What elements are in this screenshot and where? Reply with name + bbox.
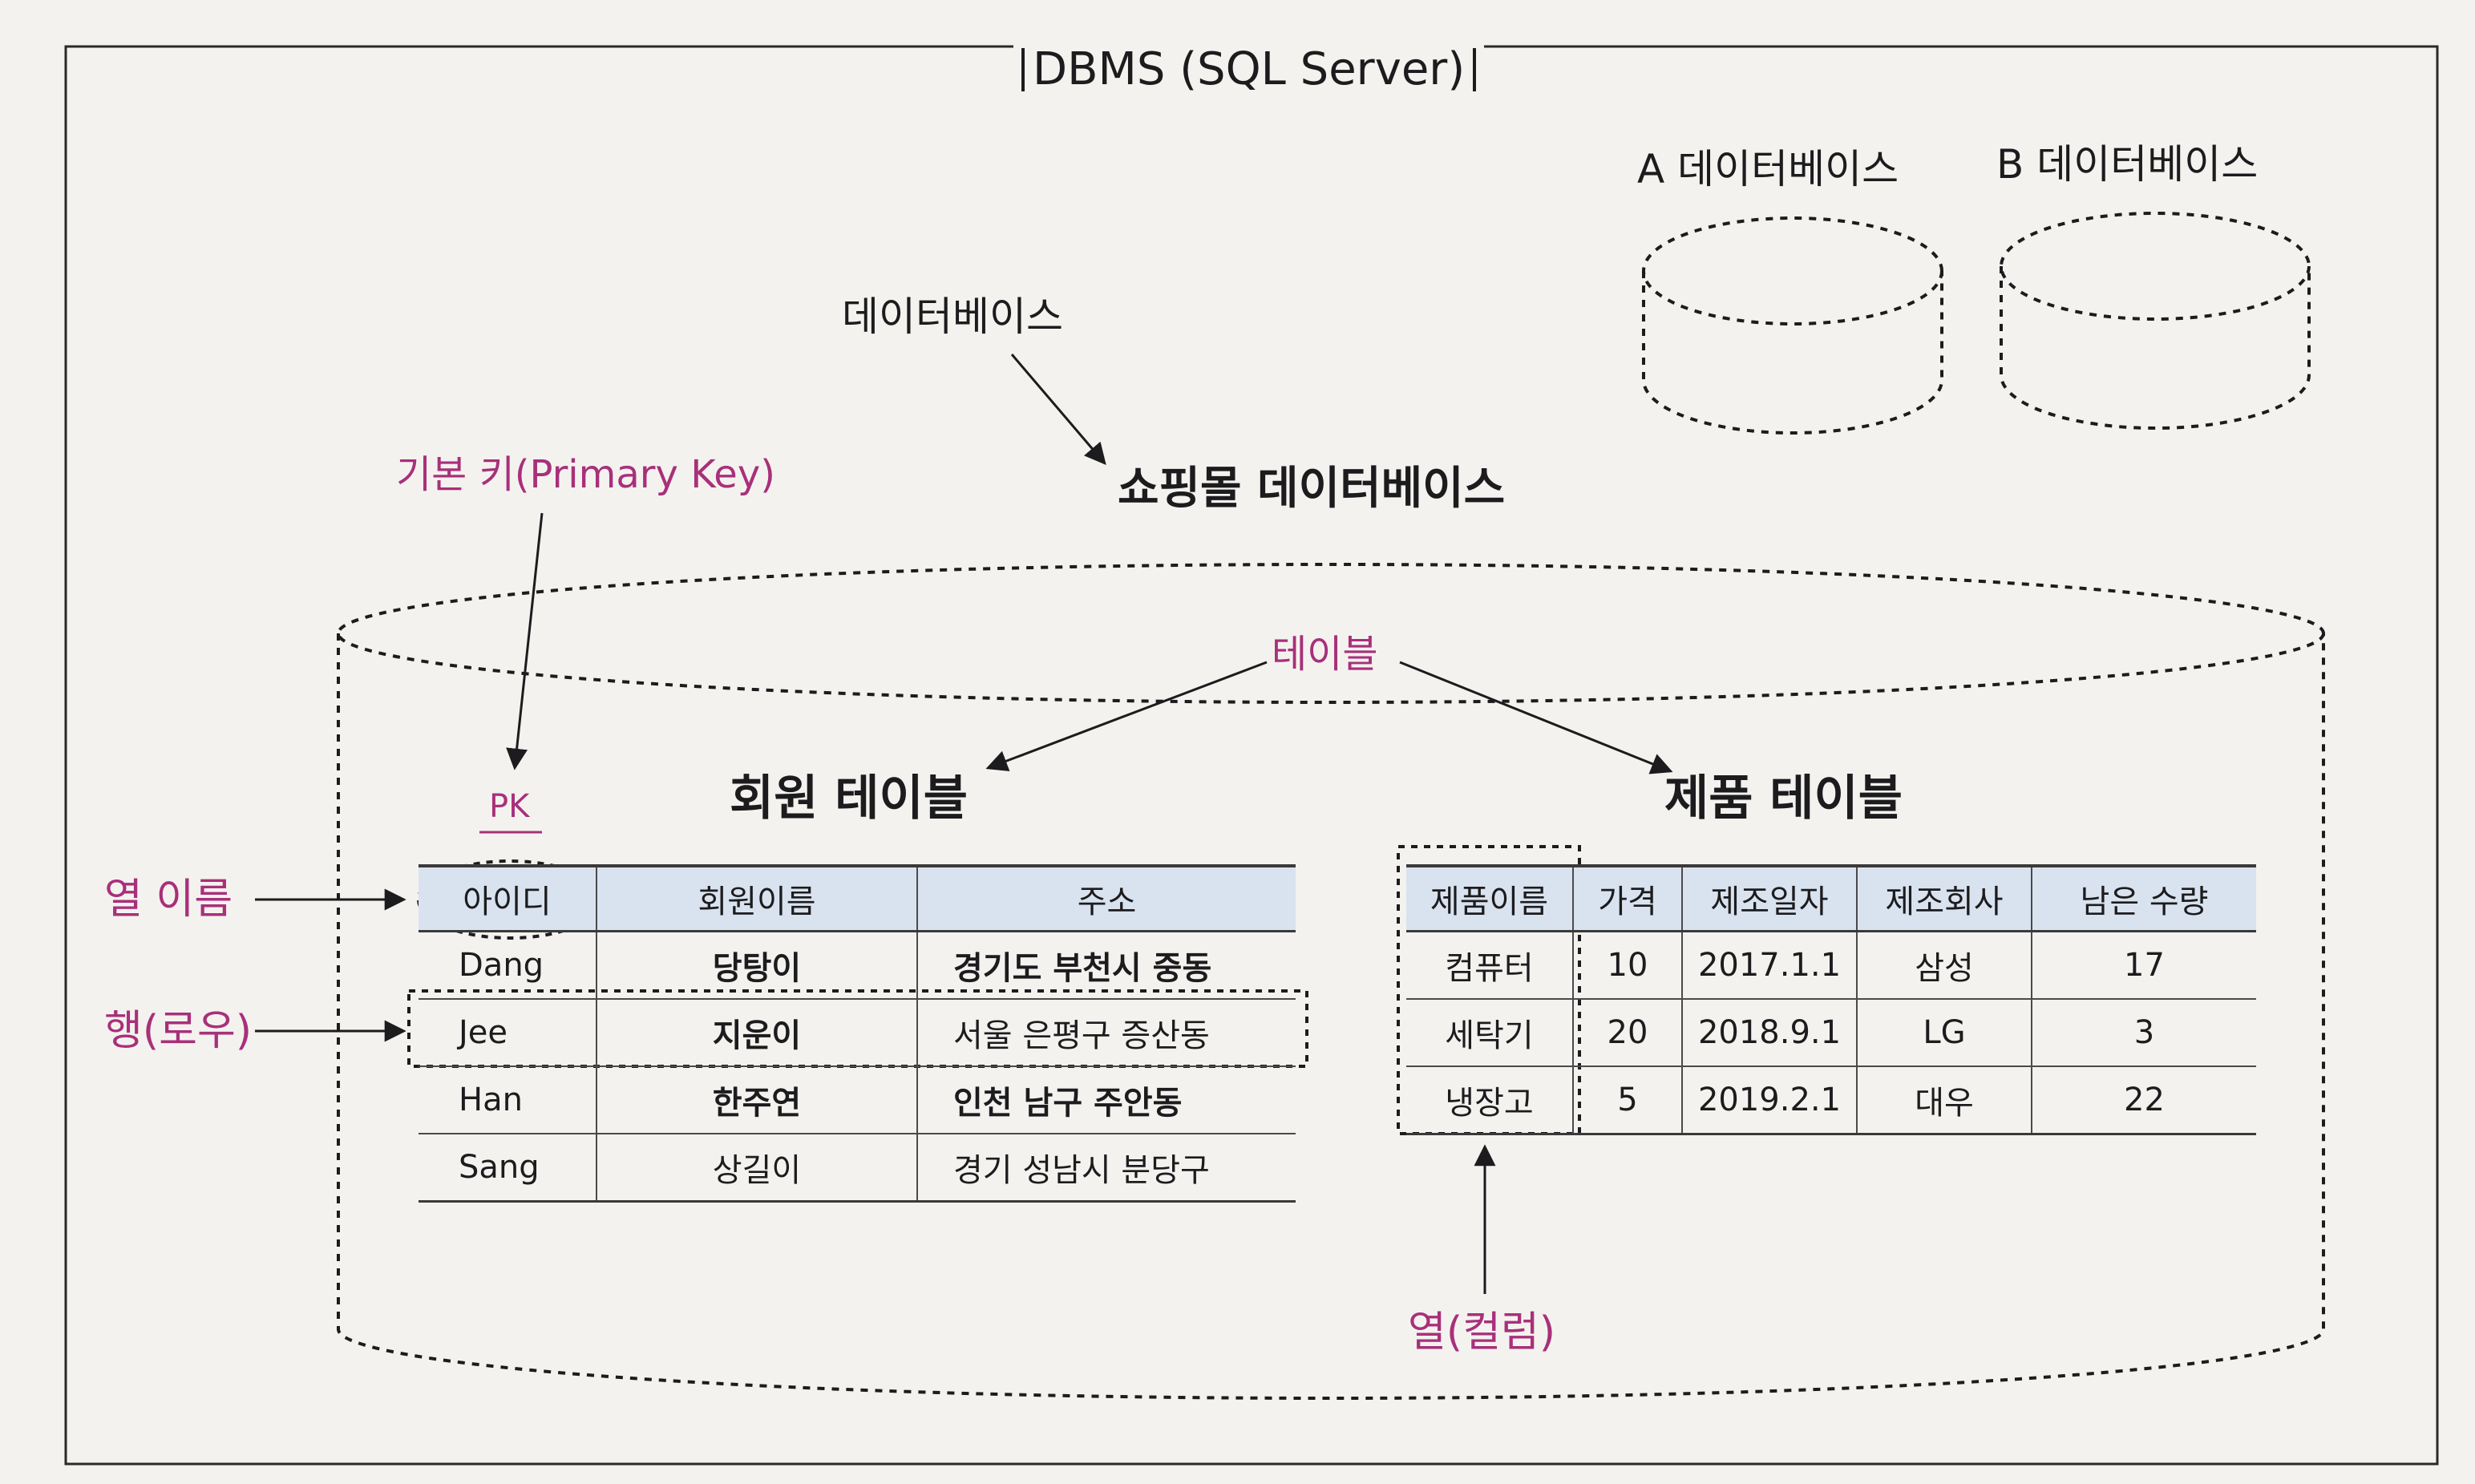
- table-row: 냉장고 5 2019.2.1 대우 22: [1406, 1066, 2256, 1135]
- database-arrow: [1010, 354, 1106, 466]
- b-database-cylinder: [2000, 212, 2311, 430]
- product-stock-cell: 17: [2031, 931, 2256, 1000]
- table-arrow-right: [1399, 661, 1673, 774]
- product-name-cell: 세탁기: [1406, 999, 1573, 1067]
- product-price-cell: 5: [1572, 1066, 1682, 1135]
- dbms-title-text: DBMS (SQL Server): [1033, 42, 1466, 95]
- product-maker-cell: 삼성: [1856, 931, 2032, 1000]
- column-name-label: 열 이름: [104, 875, 233, 924]
- member-id-cell: Sang: [419, 1134, 597, 1203]
- table-arrow-left: [985, 661, 1268, 772]
- shopping-database-cylinder: [337, 563, 2325, 1400]
- table-row: 세탁기 20 2018.9.1 LG 3: [1406, 999, 2256, 1067]
- member-id-cell: Han: [419, 1066, 597, 1134]
- product-header-name: 제품이름: [1406, 864, 1573, 932]
- product-header-maker: 제조회사: [1856, 864, 2032, 932]
- table-row: Sang 상길이 경기 성남시 분당구: [419, 1134, 1296, 1203]
- column-label: 열(컬럼): [1408, 1308, 1556, 1357]
- table-label: 테이블: [1272, 632, 1378, 677]
- table-row: Jee 지운이 서울 은평구 증산동: [419, 999, 1296, 1067]
- member-address-cell: 서울 은평구 증산동: [916, 999, 1296, 1067]
- member-header-address: 주소: [916, 864, 1296, 932]
- product-header-stock: 남은 수량: [2031, 864, 2256, 932]
- member-table-header: 아이디 회원이름 주소: [419, 864, 1296, 932]
- dbms-frame: [64, 45, 2439, 1466]
- product-maker-cell: LG: [1856, 999, 2032, 1067]
- product-date-cell: 2019.2.1: [1681, 1066, 1857, 1135]
- row-label: 행(로우): [104, 1007, 253, 1055]
- dbms-title: DBMS (SQL Server): [1013, 42, 1485, 95]
- member-id-cell: Dang: [419, 931, 597, 1000]
- primary-key-label: 기본 키(Primary Key): [396, 452, 775, 497]
- a-database-label: A 데이터베이스: [1637, 146, 1899, 192]
- member-header-name: 회원이름: [596, 864, 917, 932]
- member-header-id: 아이디: [419, 864, 597, 932]
- shopping-database-name: 쇼핑몰 데이터베이스: [1118, 463, 1506, 515]
- product-table-header: 제품이름 가격 제조일자 제조회사 남은 수량: [1406, 864, 2256, 932]
- member-id-cell: Jee: [419, 999, 597, 1067]
- member-table-title: 회원 테이블: [730, 770, 968, 827]
- table-row: Han 한주연 인천 남구 주안동: [419, 1066, 1296, 1134]
- table-row: 컴퓨터 10 2017.1.1 삼성 17: [1406, 931, 2256, 1000]
- product-stock-cell: 3: [2031, 999, 2256, 1067]
- b-database-label: B 데이터베이스: [1996, 141, 2259, 188]
- product-table: 제품이름 가격 제조일자 제조회사 남은 수량 컴퓨터 10 2017.1.1 …: [1406, 864, 2256, 1135]
- member-name-cell: 지운이: [596, 999, 917, 1067]
- database-label: 데이터베이스: [842, 293, 1063, 340]
- member-name-cell: 당탕이: [596, 931, 917, 1000]
- primary-key-arrow: [506, 512, 544, 770]
- product-header-date: 제조일자: [1681, 864, 1857, 932]
- product-name-cell: 냉장고: [1406, 1066, 1573, 1135]
- member-table: 아이디 회원이름 주소 Dang 당탕이 경기도 부천시 중동 Jee 지운이 …: [419, 864, 1296, 1203]
- product-maker-cell: 대우: [1856, 1066, 2032, 1135]
- table-row: Dang 당탕이 경기도 부천시 중동: [419, 931, 1296, 1000]
- product-price-cell: 20: [1572, 999, 1682, 1067]
- member-name-cell: 상길이: [596, 1134, 917, 1203]
- member-address-cell: 경기 성남시 분당구: [916, 1134, 1296, 1203]
- a-database-cylinder: [1642, 216, 1943, 435]
- product-price-cell: 10: [1572, 931, 1682, 1000]
- product-table-title: 제품 테이블: [1664, 770, 1903, 827]
- member-address-cell: 인천 남구 주안동: [916, 1066, 1296, 1134]
- product-date-cell: 2018.9.1: [1681, 999, 1857, 1067]
- product-name-cell: 컴퓨터: [1406, 931, 1573, 1000]
- product-date-cell: 2017.1.1: [1681, 931, 1857, 1000]
- product-header-price: 가격: [1572, 864, 1682, 932]
- member-name-cell: 한주연: [596, 1066, 917, 1134]
- member-address-cell: 경기도 부천시 중동: [916, 931, 1296, 1000]
- pk-label: PK: [489, 788, 530, 825]
- product-stock-cell: 22: [2031, 1066, 2256, 1135]
